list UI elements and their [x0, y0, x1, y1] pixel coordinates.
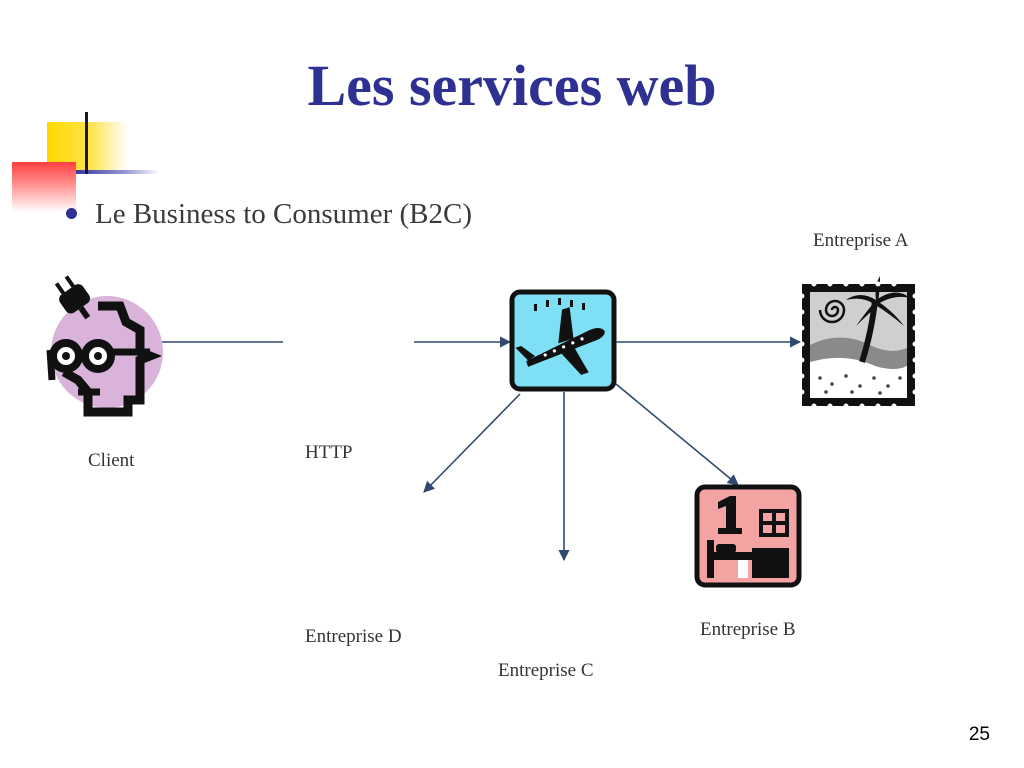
link-to-entreprise-d — [423, 393, 521, 493]
edge-label-http: HTTP — [305, 442, 353, 463]
person-with-plug-icon — [46, 275, 163, 417]
node-label-entreprise-b: Entreprise B — [700, 619, 796, 640]
red-square — [12, 162, 76, 212]
bullet-item: Le Business to Consumer (B2C) — [66, 198, 472, 231]
node-label-entreprise-a: Entreprise A — [813, 230, 909, 251]
bullet-dot-icon — [66, 207, 77, 219]
vertical-rule — [85, 112, 88, 174]
palm-beach-icon — [799, 276, 918, 409]
slide-title: Les services web — [307, 53, 717, 118]
node-label-entreprise-c: Entreprise C — [498, 660, 594, 681]
node-label-entreprise-d: Entreprise D — [305, 626, 402, 647]
bullet-text: Le Business to Consumer (B2C) — [95, 198, 472, 230]
node-label-client: Client — [88, 450, 135, 471]
page-number: 25 — [968, 724, 990, 745]
hotel-room-icon — [694, 484, 802, 588]
blue-rule — [76, 170, 160, 174]
airplane-icon — [509, 289, 617, 392]
link-to-entreprise-b — [615, 383, 739, 486]
